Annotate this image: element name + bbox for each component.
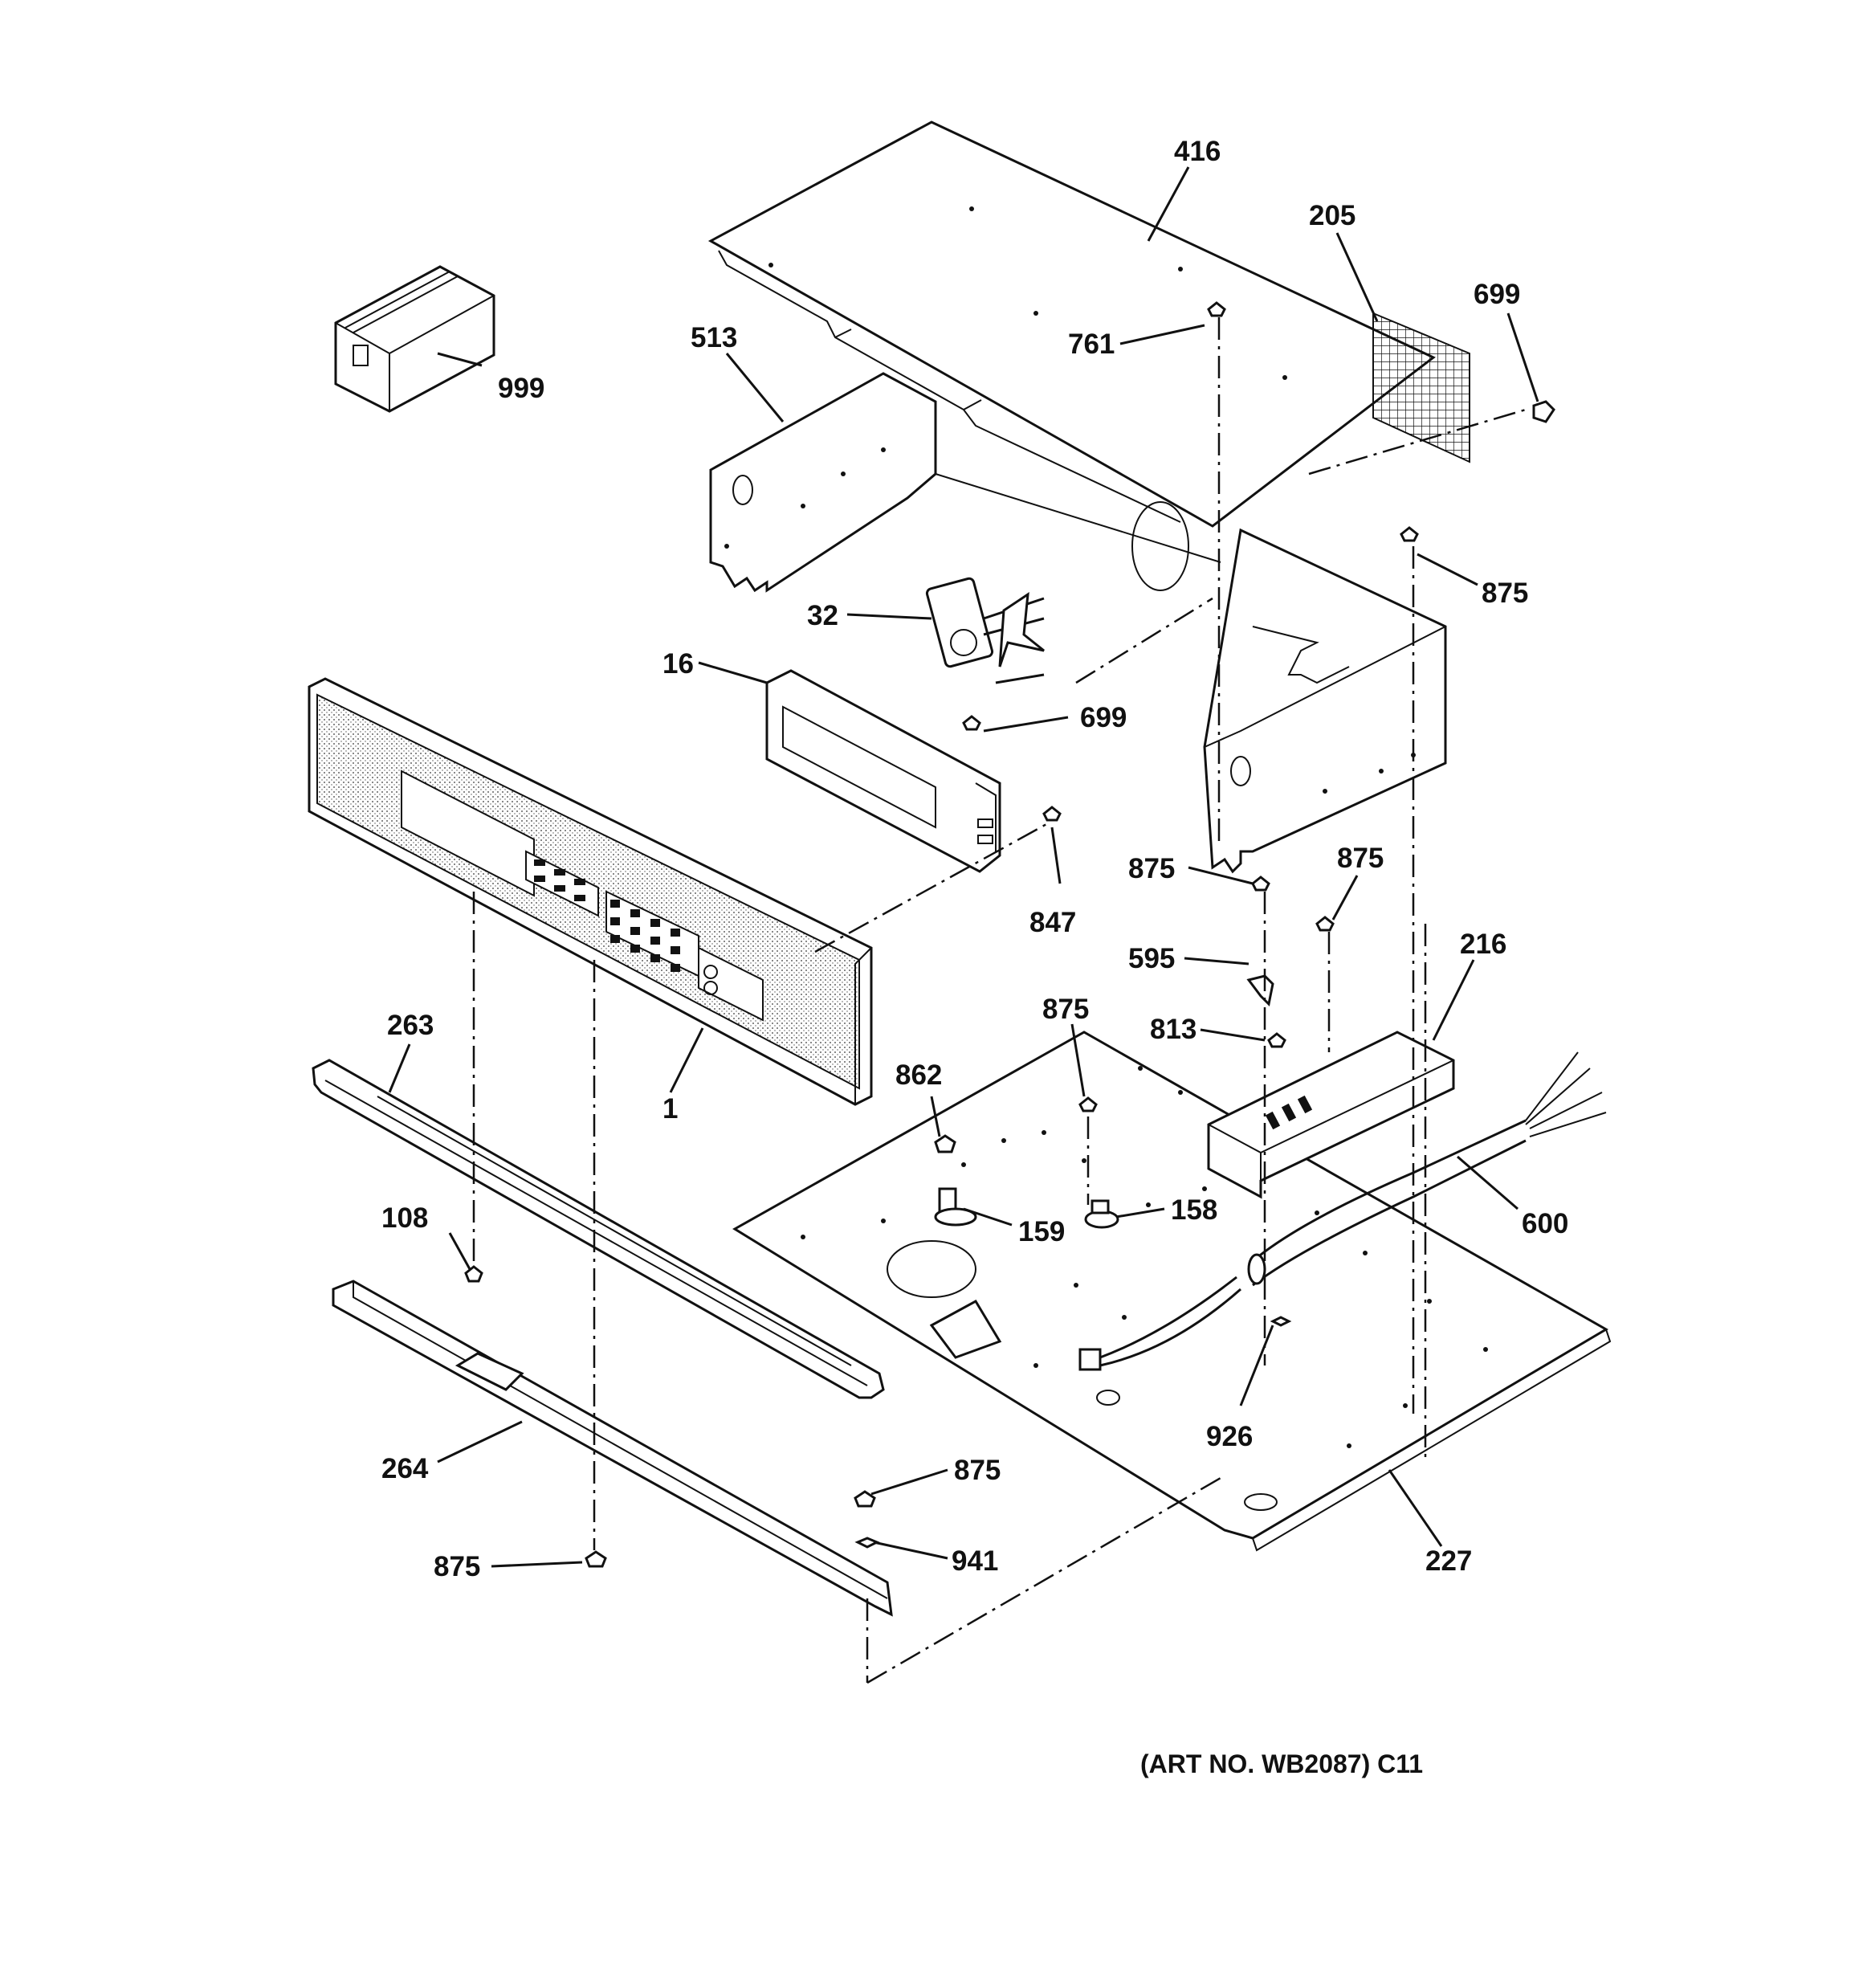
label-205: 205 (1309, 200, 1355, 231)
label-263: 263 (387, 1010, 434, 1041)
label-875-f: 875 (434, 1551, 480, 1582)
box-back-wall (935, 402, 1221, 591)
label-813: 813 (1150, 1014, 1196, 1045)
thermostat-158 (1084, 1199, 1119, 1229)
screws (464, 301, 1555, 1568)
label-875-b: 875 (1128, 853, 1175, 884)
art-number: (ART NO. WB2087) C11 (1140, 1749, 1423, 1778)
label-941: 941 (952, 1545, 998, 1577)
label-108: 108 (381, 1202, 428, 1234)
label-416: 416 (1174, 136, 1221, 167)
vent-trim-264 (332, 1280, 893, 1617)
trim-263 (312, 1059, 885, 1399)
vent-grille-205 (1372, 312, 1470, 463)
cover-216 (1207, 1031, 1455, 1199)
label-227: 227 (1425, 1545, 1472, 1577)
control-board-16 (765, 669, 1001, 873)
label-513: 513 (691, 322, 737, 353)
top-cover-416 (707, 120, 1436, 528)
label-875-e: 875 (954, 1455, 1001, 1486)
part-number-labels: 416 205 699 513 761 999 875 32 16 699 84… (381, 136, 1568, 1778)
leader-lines (388, 166, 1539, 1568)
alignment-lines (472, 317, 1527, 1684)
label-216: 216 (1460, 929, 1506, 960)
label-600: 600 (1522, 1208, 1568, 1239)
right-side-panel (1203, 528, 1447, 874)
label-926: 926 (1206, 1421, 1253, 1452)
switch-159 (934, 1187, 977, 1227)
label-32: 32 (807, 600, 838, 631)
label-158: 158 (1171, 1194, 1217, 1226)
side-panel-513 (709, 372, 937, 593)
label-875-a: 875 (1482, 578, 1528, 609)
box-999 (334, 265, 495, 413)
label-761: 761 (1068, 329, 1115, 360)
label-875-c: 875 (1337, 843, 1384, 874)
label-1: 1 (662, 1093, 678, 1125)
label-699-mid: 699 (1080, 702, 1127, 733)
control-panel-1 (308, 677, 873, 1106)
label-862: 862 (895, 1059, 942, 1091)
label-16: 16 (662, 648, 694, 680)
fan-motor-32 (925, 577, 1045, 684)
wire-harness-600 (1078, 1051, 1607, 1371)
label-847: 847 (1029, 907, 1076, 938)
bottom-plate-227 (732, 1031, 1612, 1552)
label-264: 264 (381, 1453, 429, 1484)
label-159: 159 (1018, 1216, 1065, 1247)
label-595: 595 (1128, 943, 1175, 974)
keypad-buttons (534, 859, 680, 972)
label-999: 999 (498, 373, 544, 404)
label-699-top: 699 (1474, 279, 1520, 310)
label-875-d: 875 (1042, 994, 1089, 1025)
